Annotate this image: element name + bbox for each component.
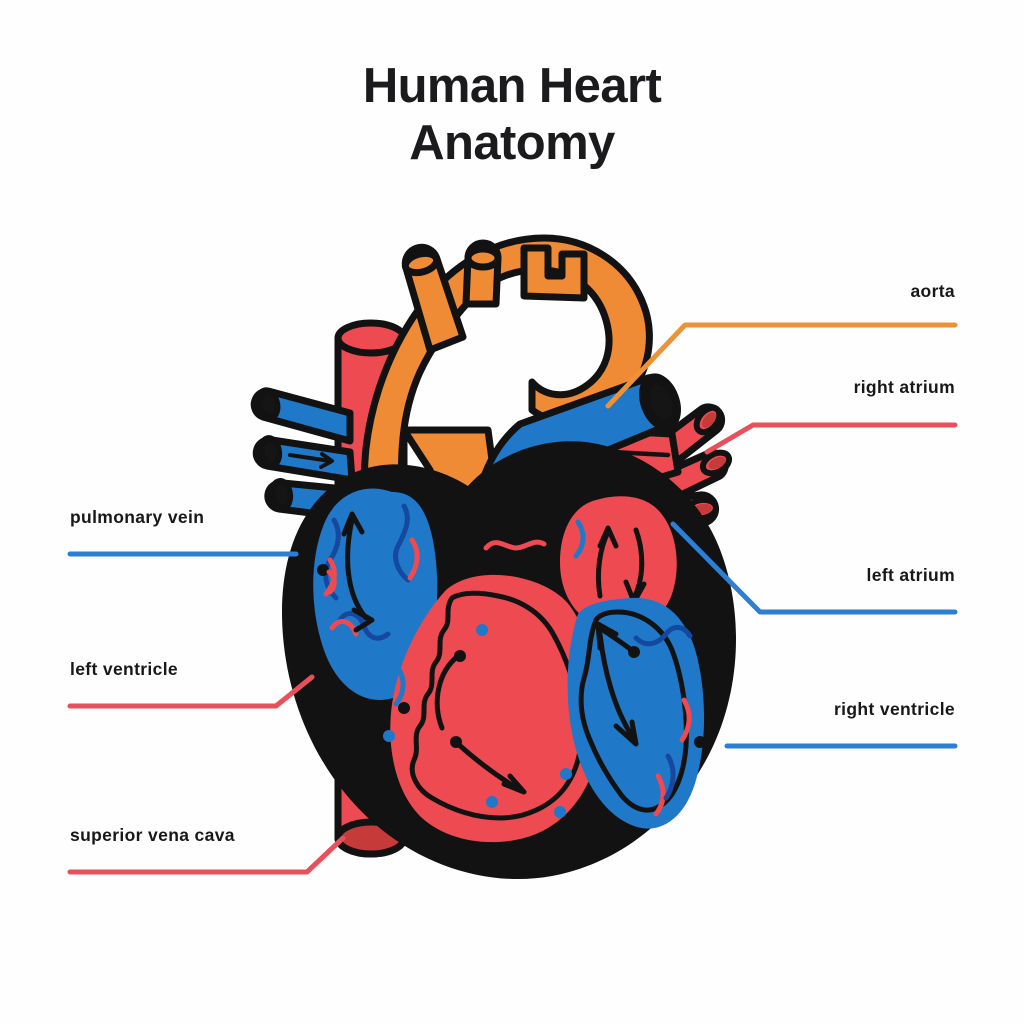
heart-illustration	[250, 234, 736, 880]
label-left-atrium[interactable]: left atrium	[866, 565, 955, 585]
left-atrium-chamber	[313, 488, 438, 700]
right-ventricle-chamber	[567, 597, 706, 829]
leader-line-left-atrium	[670, 521, 958, 615]
left-ventricle-chamber	[383, 574, 602, 843]
label-right-atrium[interactable]: right atrium	[853, 377, 955, 397]
pulmonary-artery-decor	[483, 539, 547, 551]
leader-line-right-atrium	[704, 422, 958, 455]
leader-line-superior-vena-cava	[67, 835, 346, 875]
label-superior-vena-cava[interactable]: superior vena cava	[70, 825, 235, 845]
label-pulmonary-vein[interactable]: pulmonary vein	[70, 507, 205, 527]
label-right-ventricle[interactable]: right ventricle	[834, 699, 955, 719]
leader-lines	[67, 322, 958, 875]
label-aorta[interactable]: aorta	[910, 281, 955, 301]
label-left-ventricle[interactable]: left ventricle	[70, 659, 178, 679]
pulmonary-veins-left	[250, 387, 363, 523]
leader-line-left-ventricle	[67, 674, 315, 709]
leader-line-aorta	[605, 322, 958, 409]
right-atrium-chamber	[560, 496, 677, 631]
